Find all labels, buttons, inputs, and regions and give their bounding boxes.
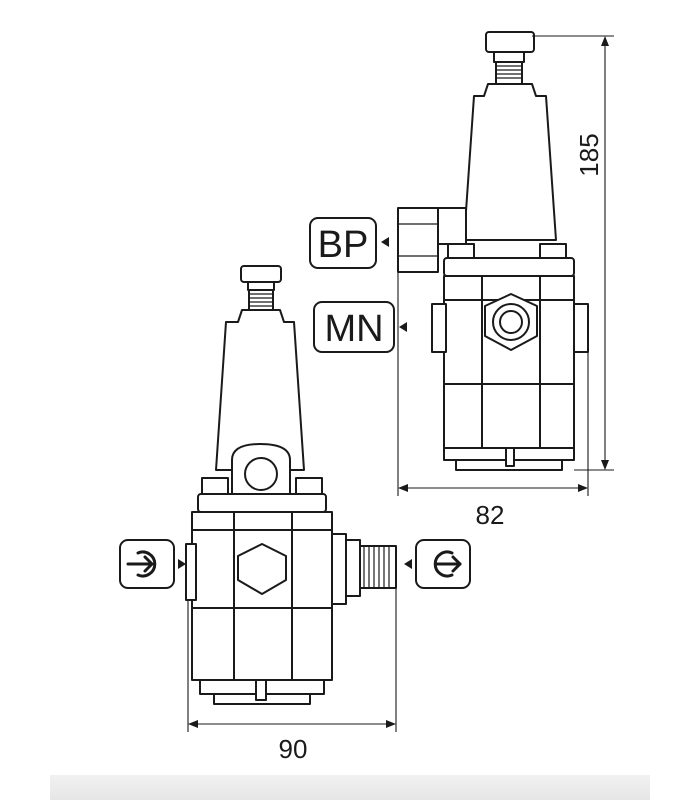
upper-side-neck xyxy=(437,207,467,245)
upper-plug-left xyxy=(431,303,447,353)
upper-thread xyxy=(495,61,523,85)
upper-collar xyxy=(443,257,575,277)
dimension-height: 185 xyxy=(532,35,614,471)
lower-knob-collar xyxy=(247,281,275,291)
bp-label: BP xyxy=(318,224,369,266)
lower-body xyxy=(191,511,333,681)
lower-inlet-face xyxy=(185,543,197,601)
floor-shadow xyxy=(50,775,650,800)
upper-bonnet xyxy=(463,83,557,241)
lower-center-hex xyxy=(237,543,287,595)
outlet-thread xyxy=(359,545,397,589)
lower-collar xyxy=(197,493,327,513)
outlet-arrow-icon xyxy=(404,539,471,589)
upper-knob xyxy=(485,31,535,53)
mn-label: MN xyxy=(324,308,383,350)
upper-plug-right xyxy=(573,303,589,353)
upper-center-bore xyxy=(499,310,523,334)
inlet-pointer-icon xyxy=(178,559,186,569)
upper-knob-collar xyxy=(493,51,525,63)
bp-label-box xyxy=(309,217,377,269)
dimension-upper-width: 82 xyxy=(397,272,589,530)
mn-label-box xyxy=(313,301,395,353)
upper-drain xyxy=(505,447,515,467)
lower-drain xyxy=(255,679,267,701)
bp-pointer-icon xyxy=(381,237,389,247)
outlet-hex xyxy=(345,539,361,597)
outlet-pointer-icon xyxy=(404,559,412,569)
lower-width-dimension-label: 90 xyxy=(279,734,308,764)
lower-thread xyxy=(248,289,274,311)
lower-knob xyxy=(240,265,282,283)
upper-valve xyxy=(397,31,589,471)
mn-pointer-icon xyxy=(399,322,407,332)
inlet-arrow-icon xyxy=(119,539,186,589)
lower-tab-left xyxy=(201,477,229,495)
outlet-flange xyxy=(331,533,347,605)
lower-tab-right xyxy=(295,477,323,495)
bp-port-marker: BP xyxy=(309,217,389,269)
lower-bonnet xyxy=(215,309,305,471)
dimension-lower-width: 90 xyxy=(187,588,397,764)
lower-gauge-bore xyxy=(244,457,278,491)
lower-valve xyxy=(185,265,397,705)
bp-port-nut xyxy=(397,207,439,273)
upper-width-dimension-label: 82 xyxy=(476,500,505,530)
height-dimension-label: 185 xyxy=(574,133,604,176)
mn-port-marker: MN xyxy=(313,301,407,353)
